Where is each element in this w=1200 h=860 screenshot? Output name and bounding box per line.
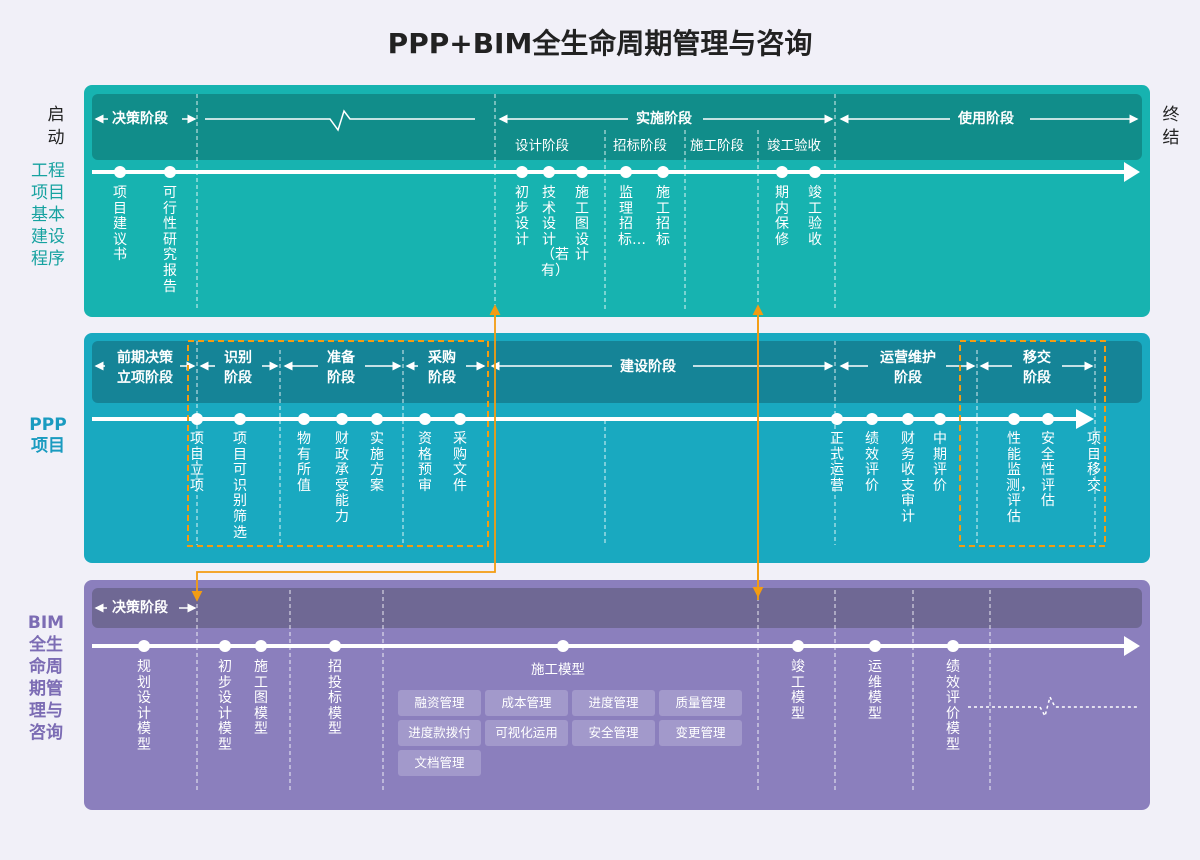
ppp-phase-pre-decision: 前期决策立项阶段 <box>117 350 173 386</box>
eng-milestone-label: 施工图设计 <box>575 185 589 264</box>
bim-construction-model-title: 施工模型 <box>531 662 585 678</box>
bim-milestone-dot <box>557 640 569 652</box>
ppp-milestone-dot <box>902 413 914 425</box>
eng-milestone-dot <box>620 166 632 178</box>
bim-milestone-label: 竣工模型 <box>791 659 805 722</box>
eng-milestone-dot <box>776 166 788 178</box>
eng-milestone-label: 竣工验收 <box>808 185 822 248</box>
ppp-milestone-dot <box>419 413 431 425</box>
bim-milestone-dot <box>138 640 150 652</box>
ppp-milestone-dot <box>831 413 843 425</box>
ppp-milestone-label: 性能监测，评估 <box>1006 431 1034 525</box>
page-title: PPP+BIM全生命周期管理与咨询 <box>387 27 813 60</box>
bim-milestone-label: 绩效评价模型 <box>946 659 960 753</box>
eng-phase-implementation: 实施阶段 <box>636 111 692 127</box>
bim-phase-decision: 决策阶段 <box>112 600 168 616</box>
ppp-phase-prepare: 准备阶段 <box>327 350 355 386</box>
eng-milestone-label: 技术设计（若有） <box>541 185 569 279</box>
eng-milestone-dot <box>543 166 555 178</box>
bim-milestone-dot <box>329 640 341 652</box>
eng-milestone-dot <box>164 166 176 178</box>
bim-milestone-dot <box>869 640 881 652</box>
engineering-phase-band <box>92 94 1142 160</box>
eng-milestone-label: 项目建议书 <box>113 185 127 264</box>
bim-tile-change: 变更管理 <box>659 720 742 746</box>
ppp-phase-construct: 建设阶段 <box>620 359 676 375</box>
eng-milestone-dot <box>114 166 126 178</box>
ppp-milestone-label: 物有所值 <box>297 431 311 494</box>
eng-phase-usage: 使用阶段 <box>958 111 1014 127</box>
ppp-phase-procure: 采购阶段 <box>428 350 456 386</box>
ppp-phase-identify: 识别阶段 <box>224 350 252 386</box>
engineering-section-label: 工程项目基本建设程序 <box>31 161 65 269</box>
eng-milestone-dot <box>516 166 528 178</box>
eng-subphase-acceptance: 竣工验收 <box>767 138 821 154</box>
ppp-milestone-dot <box>934 413 946 425</box>
eng-subphase-bidding: 招标阶段 <box>613 138 667 154</box>
ppp-milestone-label: 绩效评价 <box>865 431 879 494</box>
eng-milestone-label: 期内保修 <box>775 185 789 248</box>
bim-milestone-label: 招投标模型 <box>328 659 342 738</box>
eng-subphase-design: 设计阶段 <box>515 138 569 154</box>
ppp-milestone-label: 财务收支审计 <box>901 431 915 525</box>
bim-milestone-dot <box>947 640 959 652</box>
ppp-milestone-label: 安全性评估 <box>1041 431 1055 510</box>
ppp-milestone-dot <box>1042 413 1054 425</box>
ppp-milestone-dot <box>191 413 203 425</box>
ppp-milestone-label: 项目可识别筛选 <box>233 431 247 541</box>
bim-tile-documents: 文档管理 <box>398 750 481 776</box>
ppp-milestone-label: 实施方案 <box>370 431 384 494</box>
eng-milestone-label: 监理招标… <box>618 185 646 248</box>
ppp-milestone-dot <box>1008 413 1020 425</box>
bim-milestone-label: 施工图模型 <box>254 659 268 738</box>
start-label: 启动 <box>47 105 65 148</box>
ppp-milestone-label: 正式运营 <box>830 431 844 494</box>
ppp-milestone-label: 财政承受能力 <box>335 431 349 525</box>
bim-milestone-label: 运维模型 <box>868 659 882 722</box>
bim-tile-schedule: 进度管理 <box>572 690 655 716</box>
eng-milestone-dot <box>657 166 669 178</box>
ppp-milestone-dot <box>454 413 466 425</box>
ppp-milestone-dot <box>371 413 383 425</box>
eng-milestone-label: 可行性研究报告 <box>163 185 177 295</box>
bim-tile-visualization: 可视化运用 <box>485 720 568 746</box>
bim-section-label: BIM全生命周期管理与咨询 <box>27 613 65 743</box>
ppp-milestone-label: 项目移交 <box>1087 431 1101 494</box>
ppp-milestone-label: 采购文件 <box>453 431 467 494</box>
bim-milestone-dot <box>219 640 231 652</box>
eng-subphase-construction: 施工阶段 <box>690 138 744 154</box>
bim-tile-payment: 进度款拨付 <box>398 720 481 746</box>
eng-phase-decision: 决策阶段 <box>112 111 168 127</box>
bim-milestone-label: 初步设计模型 <box>218 659 232 753</box>
bim-milestone-dot <box>255 640 267 652</box>
ppp-milestone-dot <box>234 413 246 425</box>
bim-tile-cost: 成本管理 <box>485 690 568 716</box>
ppp-milestone-dot <box>336 413 348 425</box>
ppp-section-label: PPP项目 <box>29 415 67 456</box>
ppp-milestone-dot <box>866 413 878 425</box>
bim-milestone-label: 规划设计模型 <box>137 659 151 753</box>
ppp-phase-transfer: 移交阶段 <box>1023 350 1051 386</box>
bim-tile-quality: 质量管理 <box>659 690 742 716</box>
eng-milestone-label: 初步设计 <box>515 185 529 248</box>
bim-tile-financing: 融资管理 <box>398 690 481 716</box>
eng-milestone-label: 施工招标 <box>656 185 670 248</box>
ppp-milestone-dot <box>298 413 310 425</box>
ppp-phase-operate: 运营维护阶段 <box>880 350 936 386</box>
bim-tile-safety: 安全管理 <box>572 720 655 746</box>
eng-milestone-dot <box>809 166 821 178</box>
ppp-phase-band <box>92 341 1142 403</box>
ppp-milestone-label: 中期评价 <box>933 431 947 494</box>
bim-phase-band <box>92 588 1142 628</box>
eng-milestone-dot <box>576 166 588 178</box>
bim-milestone-dot <box>792 640 804 652</box>
ppp-milestone-label: 项目立项 <box>190 431 204 494</box>
end-label: 终结 <box>1162 105 1180 148</box>
ppp-milestone-label: 资格预审 <box>418 431 432 494</box>
